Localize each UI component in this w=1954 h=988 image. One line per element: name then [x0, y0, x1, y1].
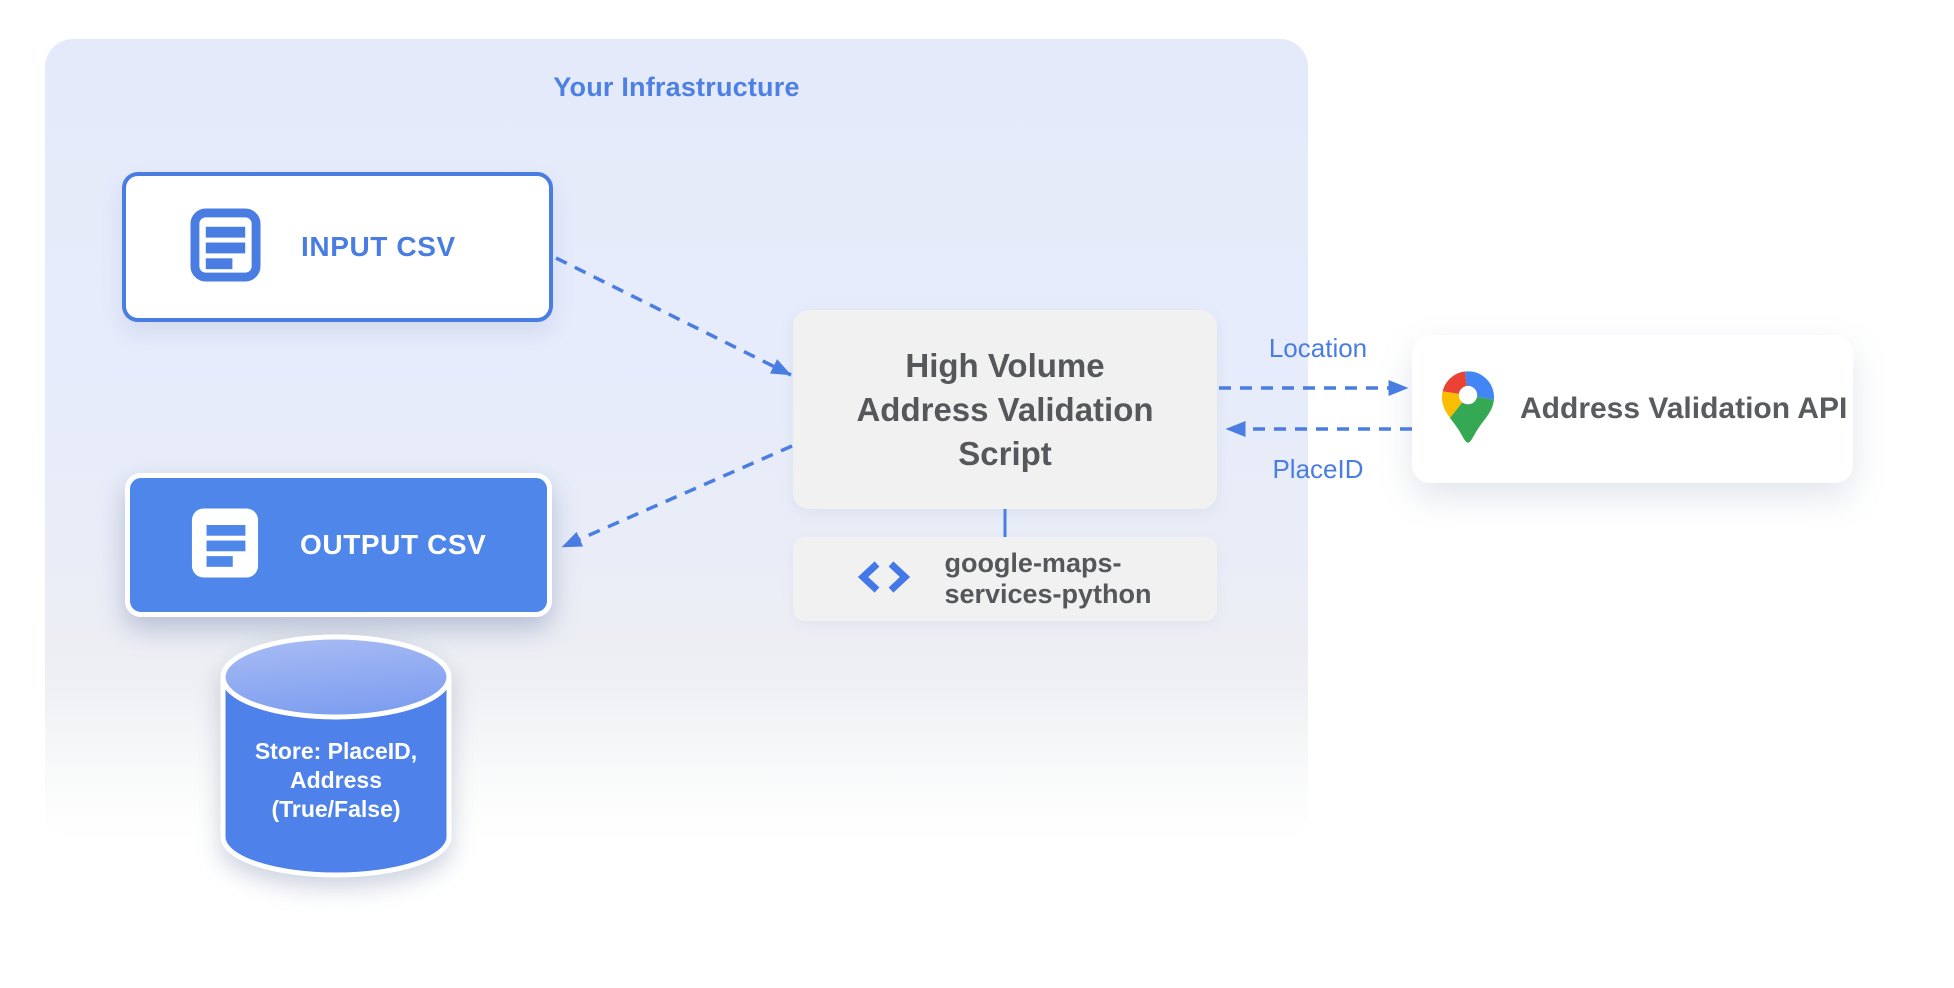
datastore-text: Store: PlaceID, Address (True/False) [206, 737, 466, 824]
output-csv-label: OUTPUT CSV [300, 529, 487, 560]
datastore-line: Address [289, 767, 383, 793]
node-output-csv: OUTPUT CSV [125, 473, 552, 617]
node-library: google-maps- services-python [793, 537, 1217, 621]
cylinder-graphic [220, 634, 452, 878]
document-icon [190, 506, 260, 585]
node-validation-script: High Volume Address Validation Script [793, 310, 1217, 509]
edge-label-location: Location [1268, 333, 1368, 363]
library-line: services-python [944, 579, 1152, 609]
datastore-cylinder: Store: PlaceID, Address (True/False) [206, 625, 466, 895]
script-line: High Volume [905, 346, 1105, 384]
node-input-csv: INPUT CSV [122, 172, 553, 322]
document-icon [190, 208, 261, 287]
datastore-line: Store: PlaceID, [254, 738, 418, 764]
container-title: Your Infrastructure [553, 72, 800, 102]
script-line: Script [958, 434, 1052, 472]
library-line: google-maps- [944, 548, 1122, 578]
api-label: Address Validation API [1520, 392, 1848, 425]
edge-label-placeid: PlaceID [1272, 454, 1364, 484]
input-csv-label: INPUT CSV [301, 231, 456, 262]
library-label: google-maps- services-python [944, 548, 1151, 610]
code-icon [858, 560, 911, 599]
script-line: Address Validation [856, 390, 1154, 428]
datastore-line: (True/False) [271, 796, 401, 822]
node-address-validation-api: Address Validation API [1412, 335, 1853, 483]
google-maps-pin-icon [1442, 370, 1494, 448]
